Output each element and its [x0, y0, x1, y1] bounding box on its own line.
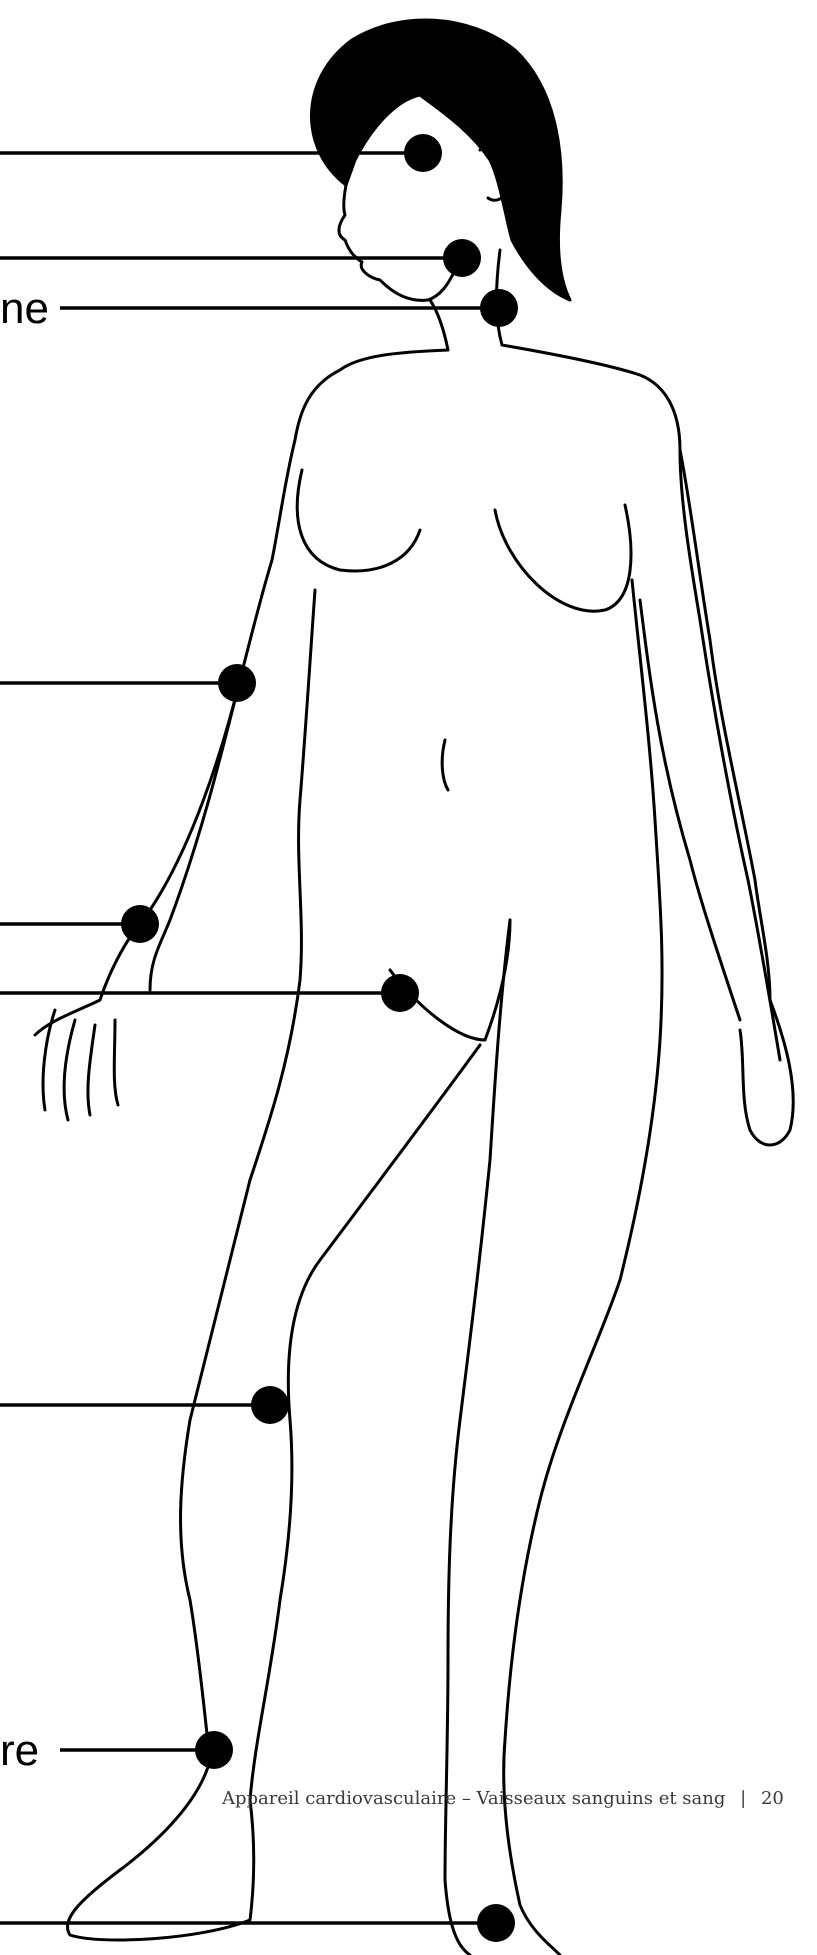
pulse-point-facial — [443, 239, 481, 277]
pulse-point-posterior-tibial — [195, 1731, 233, 1769]
waist-left — [250, 590, 315, 1180]
leg-left-outline — [67, 1180, 253, 1940]
breast-left — [297, 470, 420, 571]
arm-left-outline — [35, 680, 240, 1035]
leg-right-outline — [504, 1040, 660, 1955]
navel — [442, 740, 448, 790]
label-neck-partial: ne — [0, 287, 49, 331]
breast-right — [495, 505, 631, 611]
pulse-point-temporal — [404, 134, 442, 172]
pulse-point-radial — [121, 905, 159, 943]
pulse-point-femoral — [381, 974, 419, 1012]
torso-outline — [150, 345, 780, 1060]
label-ankle-partial: re — [0, 1729, 39, 1773]
face-outline — [339, 160, 455, 300]
pulse-point-dorsalis-pedis — [477, 1904, 515, 1942]
hand-left-outline — [43, 1010, 118, 1120]
pulse-point-carotid — [480, 289, 518, 327]
footer-separator: | — [731, 1788, 755, 1809]
page-footer: Appareil cardiovasculaire – Vaisseaux sa… — [222, 1788, 784, 1809]
leg-left-inner — [250, 1045, 480, 1800]
page-number: 20 — [761, 1788, 784, 1809]
pulse-point-brachial — [218, 664, 256, 702]
running-title: Appareil cardiovasculaire – Vaisseaux sa… — [222, 1788, 725, 1809]
hand-right-outline — [740, 1000, 793, 1145]
pulse-point-popliteal — [251, 1386, 289, 1424]
